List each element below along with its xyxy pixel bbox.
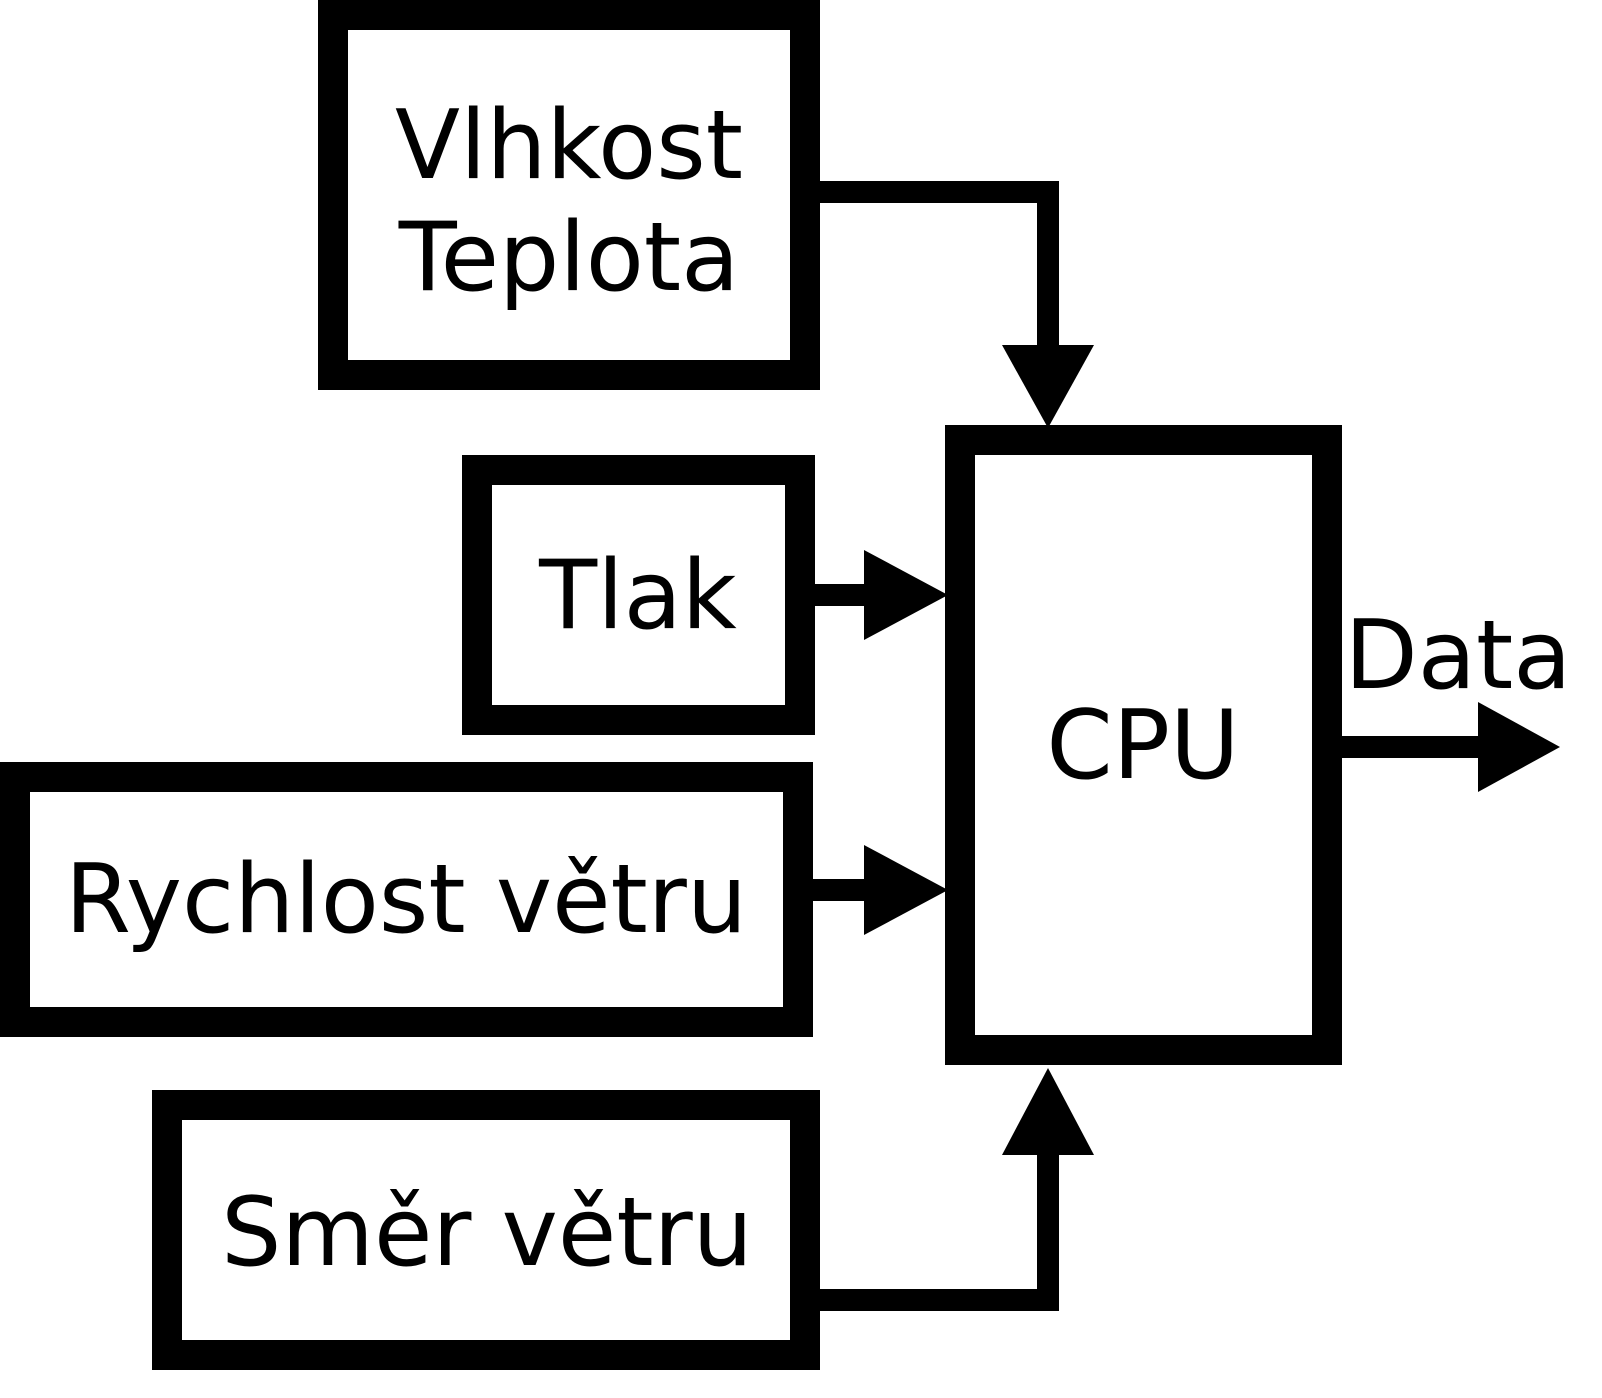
arrow-wind-direction-line [805, 1148, 1059, 1311]
arrow-wind-speed-head-icon [864, 845, 948, 935]
arrow-data-head-icon [1478, 702, 1560, 792]
arrow-humidity-head-icon [1002, 345, 1094, 428]
data-output-label: Data [1345, 601, 1572, 711]
cpu-label: CPU [1046, 691, 1239, 801]
humidity-temperature-box [318, 0, 820, 390]
wind-direction-box [152, 1090, 820, 1370]
cpu-box [945, 425, 1342, 1065]
temperature-label: Teplota [398, 203, 740, 313]
humidity-label: Vlhkost [395, 91, 743, 201]
arrow-wind-speed-to-cpu [798, 845, 948, 935]
wind-speed-label: Rychlost větru [65, 845, 747, 955]
pressure-label: Tlak [538, 541, 737, 651]
pressure-box [462, 455, 815, 735]
arrow-wind-direction-head-icon [1002, 1068, 1094, 1155]
arrow-humidity-temperature-to-cpu [815, 181, 1094, 428]
block-humidity-temperature: Vlhkost Teplota [318, 0, 820, 390]
arrow-humidity-line [815, 181, 1059, 352]
arrow-cpu-to-data-output: Data [1327, 601, 1571, 792]
block-cpu: CPU [945, 425, 1342, 1065]
arrow-pressure-to-cpu [800, 550, 948, 640]
block-wind-speed: Rychlost větru [0, 762, 813, 1037]
arrow-wind-direction-to-cpu [805, 1068, 1094, 1311]
wind-direction-label: Směr větru [221, 1178, 753, 1288]
wind-speed-box [0, 762, 813, 1037]
arrow-pressure-head-icon [864, 550, 948, 640]
block-wind-direction: Směr větru [152, 1090, 820, 1370]
block-pressure: Tlak [462, 455, 815, 735]
